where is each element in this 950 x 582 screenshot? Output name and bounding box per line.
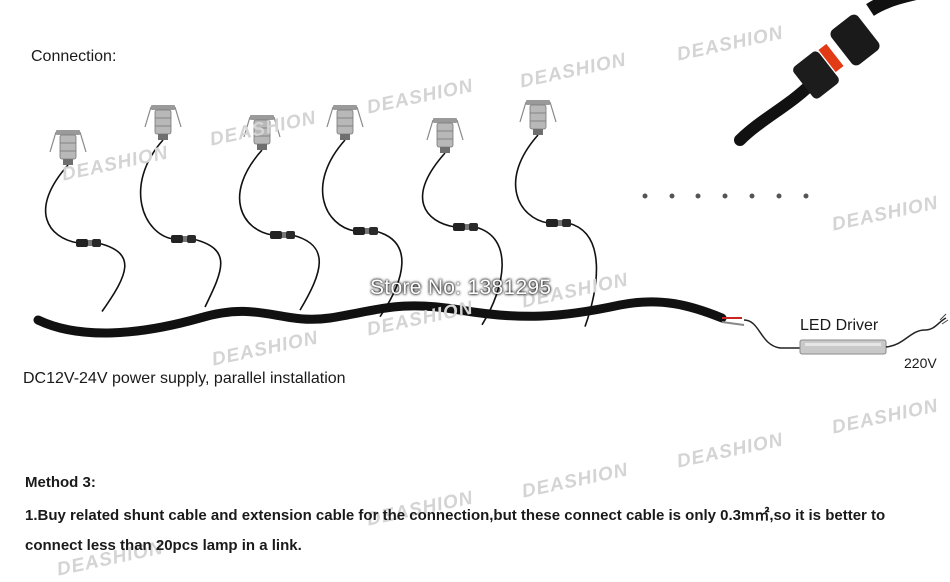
method-text: 1.Buy related shunt cable and extension … <box>25 507 886 554</box>
spot-lamp-icon <box>49 130 87 165</box>
spot-lamp-6 <box>514 100 598 327</box>
connection-title: Connection: <box>31 48 117 65</box>
continuation-dots <box>642 193 809 199</box>
connector-icon <box>171 235 196 243</box>
led-driver-icon <box>799 313 949 355</box>
main-cable <box>33 297 727 338</box>
voltage-label: 220V <box>904 355 937 371</box>
connector-icon <box>76 239 101 247</box>
spot-lamp-icon <box>519 100 557 135</box>
cable-end-wires <box>721 317 800 349</box>
waterproof-plug-icon <box>734 0 917 146</box>
spot-lamp-icon <box>243 115 281 150</box>
supply-note: DC12V-24V power supply, parallel install… <box>23 370 346 387</box>
spot-lamp-1 <box>44 130 126 312</box>
spot-lamp-3 <box>238 115 320 311</box>
led-driver-label: LED Driver <box>800 317 879 334</box>
connector-icon <box>270 231 295 239</box>
spot-lamp-icon <box>326 105 364 140</box>
spot-lamp-5 <box>421 118 503 326</box>
spot-lamp-icon <box>144 105 182 140</box>
spot-lamp-4 <box>321 105 403 318</box>
spot-lamp-icon <box>426 118 464 153</box>
connector-icon <box>546 219 571 227</box>
store-watermark: Store No: 1381295 <box>370 276 552 299</box>
method-title: Method 3: <box>25 474 96 491</box>
connector-icon <box>353 227 378 235</box>
connector-icon <box>453 223 478 231</box>
spot-lamp-2 <box>139 105 222 308</box>
